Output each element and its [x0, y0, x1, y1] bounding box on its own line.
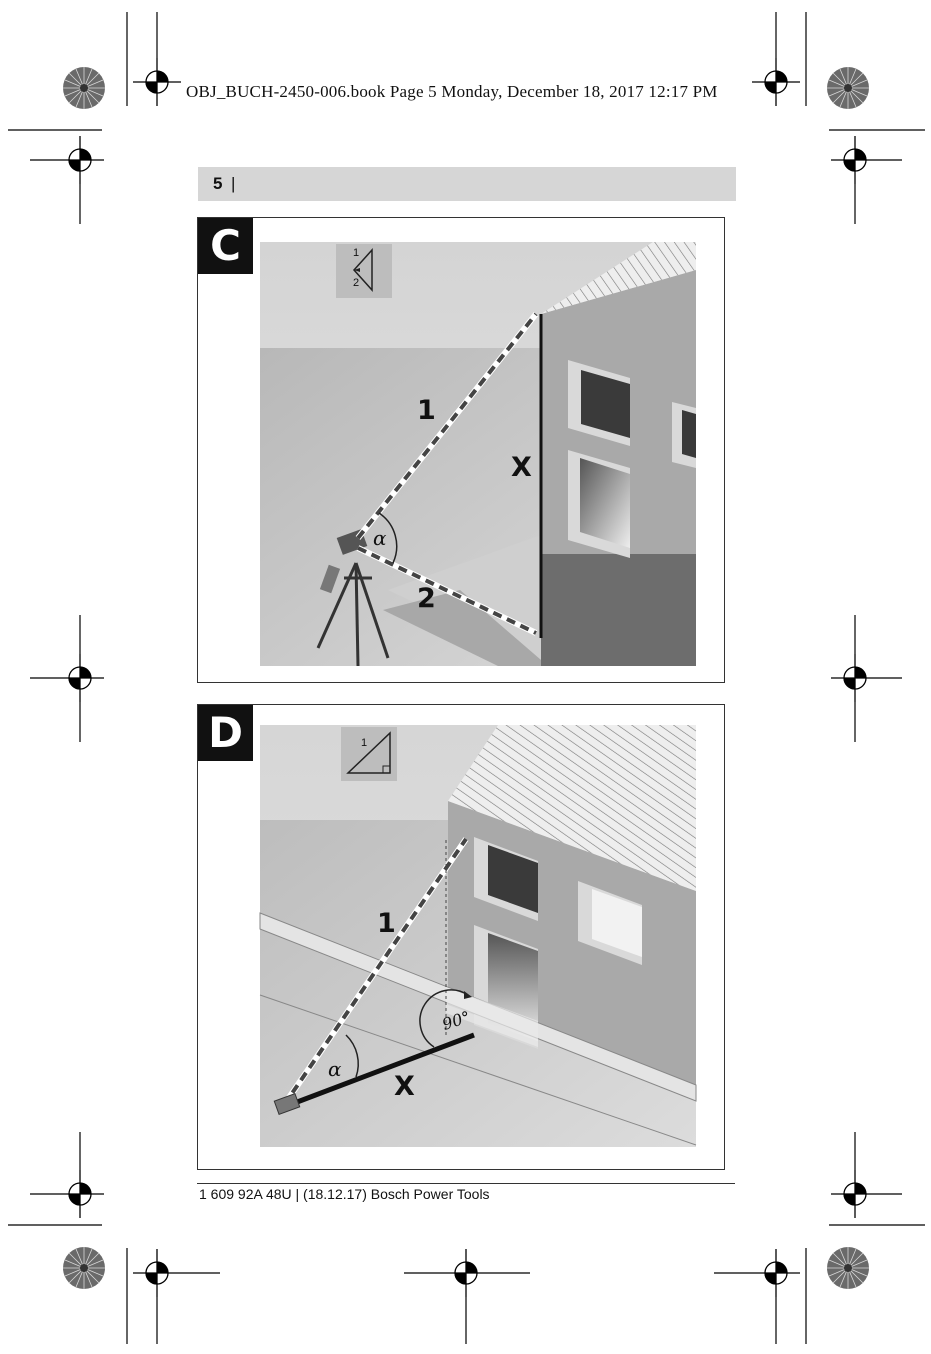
footer-rule: [197, 1183, 735, 1184]
footer-text: 1 609 92A 48U | (18.12.17) Bosch Power T…: [199, 1186, 490, 1202]
registration-mark-icon: [55, 135, 105, 185]
figure-d-label: D: [198, 705, 253, 761]
figure-d-beam-1-label: 1: [377, 908, 396, 939]
color-rosette-icon: [62, 1246, 106, 1290]
registration-mark-icon: [132, 1248, 182, 1298]
print-header: OBJ_BUCH-2450-006.book Page 5 Monday, De…: [186, 82, 718, 101]
color-rosette-icon: [62, 66, 106, 110]
registration-mark-icon: [751, 1248, 801, 1298]
registration-mark-icon: [132, 57, 182, 107]
color-rosette-icon: [826, 1246, 870, 1290]
figure-d-distance-label: X: [394, 1071, 415, 1102]
page-header-band: [198, 167, 736, 201]
figure-c-panel: C 1 2 1 2 X α: [197, 217, 725, 683]
figure-c-angle-label: α: [373, 526, 387, 550]
figure-c-icon-number-2: 2: [353, 277, 360, 289]
registration-mark-icon: [441, 1248, 491, 1298]
figure-c-icon-number-1: 1: [353, 247, 360, 259]
registration-mark-icon: [830, 653, 880, 703]
registration-mark-icon: [55, 1169, 105, 1219]
figure-d-panel: D 1 1 X α 90°: [197, 704, 725, 1170]
figure-c-beam-2-label: 2: [417, 583, 436, 614]
figure-c-illustration: [260, 242, 696, 667]
color-rosette-icon: [826, 66, 870, 110]
page-number-separator: |: [231, 174, 236, 193]
tripod-icon: [316, 562, 390, 667]
figure-c-label: C: [198, 218, 253, 274]
figure-c-height-label: X: [511, 452, 532, 483]
registration-mark-icon: [830, 135, 880, 185]
registration-mark-icon: [55, 653, 105, 703]
figure-d-angle-label: α: [328, 1057, 342, 1081]
figure-d-icon-number-1: 1: [361, 737, 368, 749]
registration-mark-icon: [830, 1169, 880, 1219]
page-number: 5: [213, 174, 223, 193]
figure-d-illustration: [259, 725, 697, 1147]
figure-c-beam-1-label: 1: [417, 395, 436, 426]
registration-mark-icon: [751, 57, 801, 107]
